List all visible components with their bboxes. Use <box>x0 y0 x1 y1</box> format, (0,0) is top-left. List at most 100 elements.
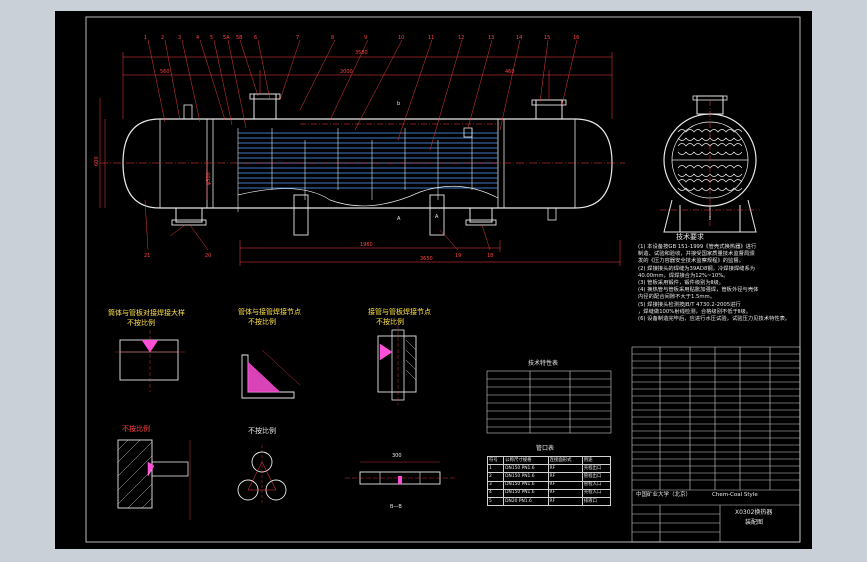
tech-note-line: 发的《压力容器安全技术监察规程》的监督。 <box>638 258 744 265</box>
detail-1-scale: 不按比例 <box>127 319 155 327</box>
table-cell: 管程入口 <box>581 480 612 490</box>
table-cell: 5 <box>486 496 505 507</box>
table-cell: DN150 PN1.6 <box>503 464 549 474</box>
svg-text:20: 20 <box>205 253 211 259</box>
svg-text:3: 3 <box>178 35 181 41</box>
svg-text:1: 1 <box>144 35 147 41</box>
svg-text:5: 5 <box>210 35 213 41</box>
table-cell: DN20 PN1.6 <box>503 496 549 507</box>
svg-text:3580: 3580 <box>355 50 368 56</box>
table-header-cell: 公称尺寸规格 <box>503 455 549 466</box>
detail-3-title: 接管与管板焊接节点 <box>368 308 431 316</box>
table-header-row: 符号公称尺寸规格连接面形式用途 <box>486 455 612 466</box>
svg-text:600: 600 <box>94 156 100 166</box>
svg-text:12: 12 <box>458 35 464 41</box>
table-cell: 1 <box>486 464 505 474</box>
svg-text:A: A <box>435 214 439 220</box>
svg-text:5A: 5A <box>223 35 230 41</box>
tech-note-line: (1) 本设备按GB 151-1999《管壳式换热器》进行 <box>638 244 757 250</box>
svg-text:4: 4 <box>196 35 199 41</box>
tech-table-grid <box>486 370 612 434</box>
table-cell: 3 <box>486 480 505 490</box>
svg-text:5B: 5B <box>236 35 243 41</box>
detail-section-b-b <box>345 461 455 485</box>
side-end-view <box>660 95 760 233</box>
table-cell: DN150 PN1.6 <box>503 480 549 490</box>
tech-note-line: 40.00mm，焊焊接合为12%~10%。 <box>638 272 729 279</box>
title-block-company: Chem-Coal Style <box>712 492 758 498</box>
title-block-school: 中国矿业大学（北京） <box>636 492 692 498</box>
table-header-cell: 符号 <box>486 455 505 466</box>
tech-note-line: ，焊缝做100%射线检测，合格级别不低于Ⅱ级。 <box>638 308 752 315</box>
svg-text:13: 13 <box>488 35 494 41</box>
tech-notes-title: 技术要求 <box>676 233 704 241</box>
title-block-grid <box>631 346 801 543</box>
tech-note-line: (2) 焊接接头的焊缝为39AD8钢，冷焊接焊缝系为 <box>638 265 756 272</box>
tech-note-line: (4) 换热管与管板采用贴胀加强焊，管板外径与壳体 <box>638 287 759 294</box>
table-cell: 2 <box>486 472 505 482</box>
detail-6-dim: 300 <box>392 453 402 459</box>
tech-note-line: (6) 设备制造完毕后，应进行水压试验，试验压力见技术特性表。 <box>638 316 791 323</box>
detail-shell-nozzle-weld <box>241 349 301 399</box>
svg-text:560: 560 <box>160 69 170 75</box>
table-cell: DN150 PN1.6 <box>503 472 549 482</box>
detail-2-scale: 不按比例 <box>248 318 276 326</box>
drawing-border <box>85 16 801 543</box>
svg-text:9: 9 <box>364 35 367 41</box>
svg-text:21: 21 <box>144 253 150 259</box>
table-cell: RF <box>547 464 583 474</box>
detail-tube-expansion <box>117 439 191 520</box>
detail-nozzle-tubesheet-weld <box>377 325 417 405</box>
svg-text:3650: 3650 <box>420 256 433 262</box>
detail-4-scale: 不按比例 <box>122 425 150 433</box>
drawing-sheet <box>55 11 812 549</box>
table-cell: 排液口 <box>581 496 612 507</box>
detail-tube-layout <box>237 445 287 505</box>
table-cell: RF <box>547 488 583 498</box>
detail-2-title: 管体与接管焊接节点 <box>238 308 301 316</box>
tech-table-title: 技术特性表 <box>528 360 559 367</box>
detail-3-scale: 不按比例 <box>376 318 404 326</box>
table-cell: RF <box>547 472 583 482</box>
table-cell: DN150 PN1.6 <box>503 488 549 498</box>
svg-text:1960: 1960 <box>360 242 373 248</box>
tech-note-line: (5) 焊接接头检测按JB/T 4730.2-2005进行 <box>638 301 741 308</box>
tech-note-line: (3) 管板采用锻件，锻件级别为Ⅱ级。 <box>638 280 724 287</box>
table-cell: 4 <box>486 488 505 498</box>
nozzle-table-title: 管口表 <box>536 445 555 452</box>
tech-note-line: 内径的配合间隙不大于1.5mm。 <box>638 294 716 301</box>
table-header-cell: 用途 <box>581 455 612 466</box>
tech-note-line: 制造、试验和验收，并接受国家质量技术监督局颁 <box>638 251 755 258</box>
svg-text:11: 11 <box>428 35 434 41</box>
table-cell: 管程出口 <box>581 472 612 482</box>
svg-text:18: 18 <box>487 253 493 259</box>
svg-text:19: 19 <box>455 253 461 259</box>
svg-text:15: 15 <box>544 35 550 41</box>
detail-shell-tubesheet-weld <box>115 330 185 392</box>
svg-text:14: 14 <box>516 35 522 41</box>
svg-text:A: A <box>397 216 401 222</box>
svg-text:16: 16 <box>573 35 579 41</box>
title-block-drawing-sub: 装配图 <box>745 519 764 526</box>
table-cell: RF <box>547 480 583 490</box>
detail-1-title: 筒体与管板对接焊接大样 <box>108 309 185 317</box>
svg-text:7: 7 <box>296 35 299 41</box>
svg-text:460: 460 <box>505 69 515 75</box>
table-cell: 壳程入口 <box>581 488 612 498</box>
svg-text:10: 10 <box>398 35 404 41</box>
table-header-cell: 连接面形式 <box>547 455 583 466</box>
detail-6-caption: B—B <box>390 504 402 510</box>
svg-text:2000: 2000 <box>340 69 353 75</box>
detail-5-scale: 不按比例 <box>248 427 276 435</box>
table-cell: 壳程出口 <box>581 464 612 474</box>
svg-text:φ500: φ500 <box>206 172 212 185</box>
